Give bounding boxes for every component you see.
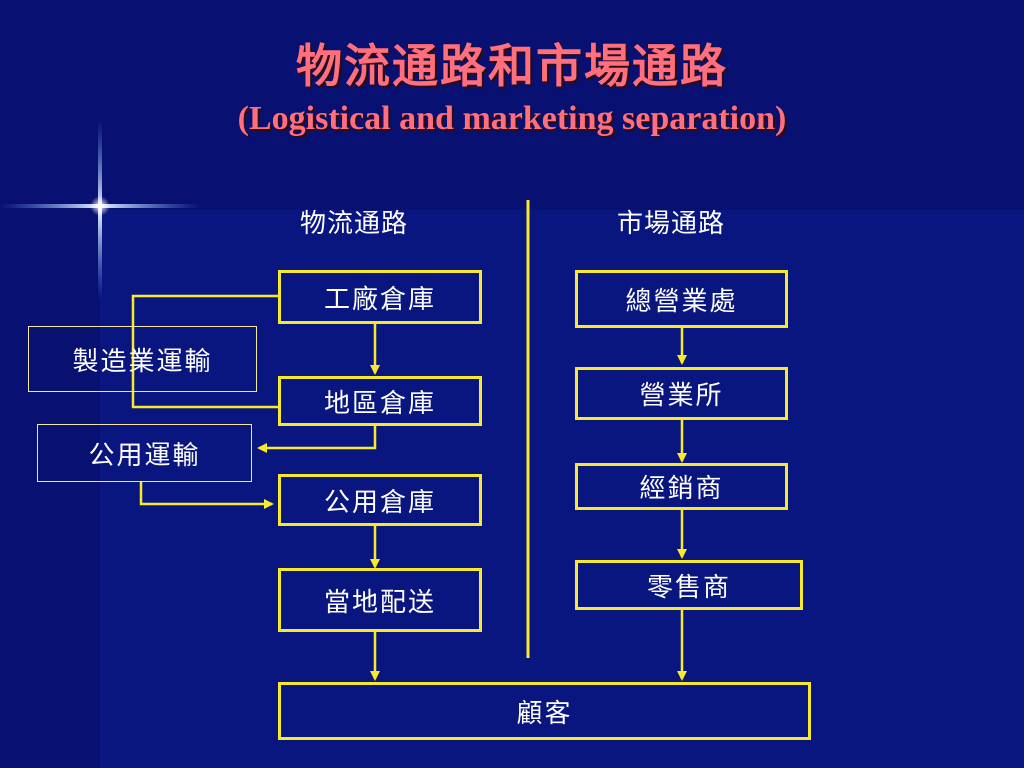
public-transport-box: 公用運輸: [37, 424, 252, 482]
head-sales-office-box: 總營業處: [575, 270, 788, 328]
background-band-left: [0, 0, 100, 768]
sales-office-box: 營業所: [575, 367, 788, 420]
local-delivery-box: 當地配送: [278, 568, 482, 632]
arrow-regional-to-public-transport: [257, 424, 377, 453]
customer-box: 顧客: [278, 682, 811, 740]
slide-subtitle: (Logistical and marketing separation): [237, 100, 787, 137]
background-band-top: [100, 0, 1024, 210]
retailer-box: 零售商: [575, 560, 803, 610]
public-warehouse-box: 公用倉庫: [278, 474, 482, 526]
arrow-public-transport-to-warehouse: [139, 482, 274, 509]
sparkle-core: [90, 196, 110, 216]
marketing-channel-heading: 市場通路: [617, 209, 726, 239]
distributor-box: 經銷商: [575, 463, 788, 510]
manufacturer-transport-box: 製造業運輸: [28, 326, 257, 392]
factory-warehouse-box: 工廠倉庫: [278, 270, 482, 324]
slide-title: 物流通路和市場通路: [296, 39, 728, 93]
connector-manufacturer-transport: [131, 294, 280, 409]
regional-warehouse-box: 地區倉庫: [278, 376, 482, 426]
logistics-channel-heading: 物流通路: [300, 209, 409, 239]
